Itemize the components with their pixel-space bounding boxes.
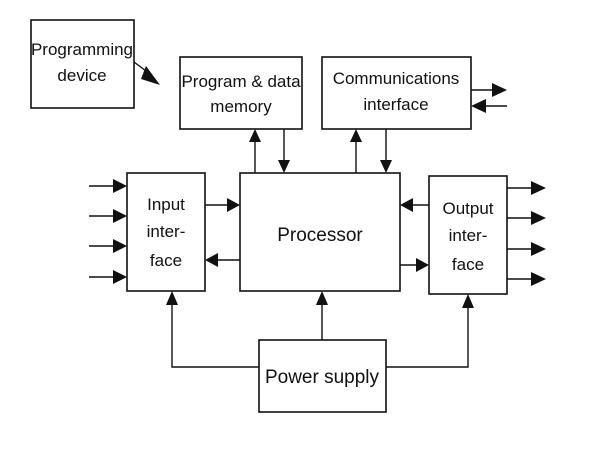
communications-external-arrows: [471, 83, 507, 113]
output-interface-block: Output inter- face: [428, 175, 508, 295]
memory-label-line1: Program & data: [181, 72, 301, 91]
programming-device-block: Programming device: [30, 19, 135, 109]
memory-processor-arrows: [249, 129, 290, 173]
power-supply-label: Power supply: [265, 367, 380, 388]
communications-processor-arrows: [350, 129, 392, 173]
input-signal-arrows: [89, 179, 127, 284]
input-interface-block: Input inter- face: [126, 172, 206, 292]
input-label-line3: face: [150, 251, 182, 270]
communications-label-line1: Communications: [333, 69, 460, 88]
power-supply-connections: [166, 291, 474, 368]
processor-output-arrows: [400, 198, 429, 272]
input-processor-arrows: [205, 198, 240, 267]
programming-device-label-line1: Programming: [31, 40, 133, 59]
program-data-memory-block: Program & data memory: [179, 56, 303, 130]
output-signal-arrows: [507, 181, 546, 286]
programming-device-arrow: [133, 61, 160, 85]
memory-label-line2: memory: [210, 97, 272, 116]
power-supply-block: Power supply: [258, 339, 387, 413]
processor-block: Processor: [239, 172, 401, 292]
output-label-line1: Output: [442, 199, 493, 218]
communications-label-line2: interface: [363, 95, 428, 114]
input-label-line2: inter-: [147, 222, 186, 241]
programming-device-label-line2: device: [57, 66, 106, 85]
output-label-line2: inter-: [449, 226, 488, 245]
processor-label: Processor: [277, 225, 363, 246]
output-label-line3: face: [452, 255, 484, 274]
communications-interface-block: Communications interface: [321, 56, 472, 130]
input-label-line1: Input: [147, 195, 185, 214]
